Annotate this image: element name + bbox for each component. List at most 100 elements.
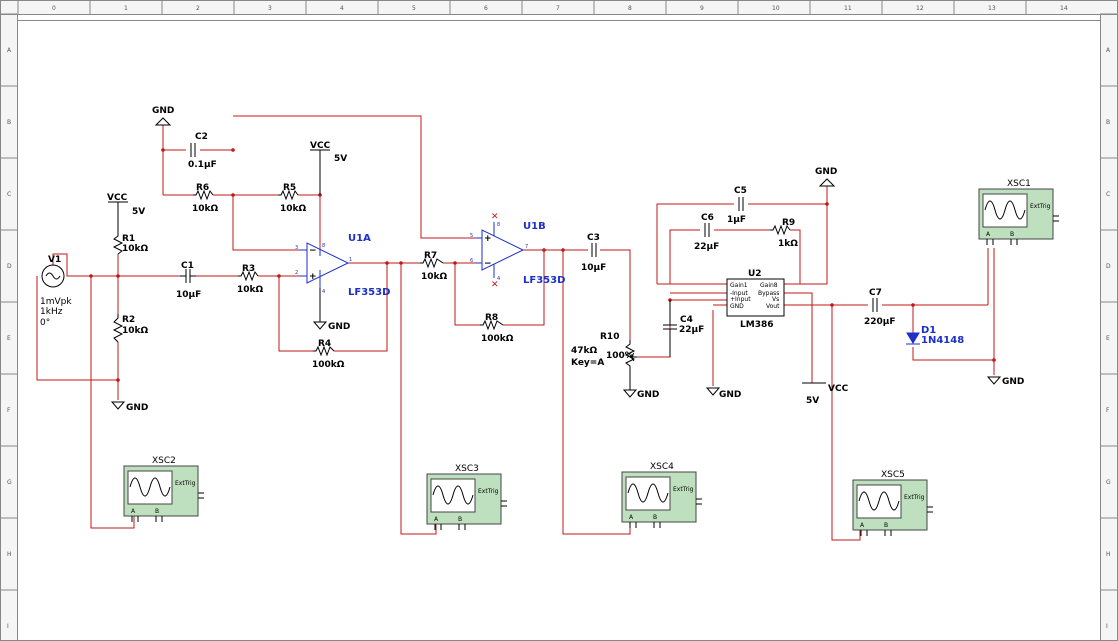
svg-text:R10: R10	[600, 332, 619, 342]
svg-text:10kΩ: 10kΩ	[421, 272, 448, 282]
row-ruler-label: C	[1106, 191, 1110, 198]
ac-voltage-source-v1[interactable]: V1 1mVpk 1kHz 0°	[40, 255, 72, 328]
row-ruler-label: H	[1106, 551, 1111, 558]
svg-text:Bypass: Bypass	[758, 290, 779, 297]
row-ruler-label: B	[7, 119, 11, 126]
oscilloscope-label: XSC2	[152, 456, 176, 466]
capacitor-c3[interactable]: C3 10μF	[581, 233, 606, 273]
amplifier-u2-lm386[interactable]: Gain1 Gain8 -Input Bypass +Input Vs GND …	[726, 269, 785, 330]
row-ruler-label: G	[7, 479, 12, 486]
column-ruler-label: 8	[628, 5, 632, 12]
resistor-r1[interactable]: R1 10kΩ	[112, 232, 149, 255]
capacitor-c2[interactable]: C2 0.1μF	[188, 132, 217, 170]
vcc-symbol-u1a: VCC 5V	[310, 141, 347, 195]
row-ruler-label: I	[7, 623, 9, 630]
resistor-r5[interactable]: R5 10kΩ	[278, 183, 307, 214]
gnd-symbol-u2: GND	[705, 387, 741, 400]
vcc-symbol-r1: VCC 5V	[107, 193, 145, 232]
wires	[36, 115, 995, 541]
column-ruler-label: 14	[1060, 5, 1068, 12]
svg-text:A: A	[131, 508, 136, 515]
column-ruler-label: 0	[52, 5, 56, 12]
diode-d1[interactable]: D1 1N4148	[906, 325, 964, 346]
row-ruler-label: E	[1106, 335, 1110, 342]
svg-text:10kΩ: 10kΩ	[237, 285, 264, 295]
oscilloscope-label: XSC1	[1007, 179, 1031, 189]
svg-text:Vs: Vs	[772, 296, 779, 303]
svg-text:7: 7	[525, 244, 528, 250]
svg-text:B: B	[155, 508, 159, 515]
svg-text:+: +	[309, 272, 317, 282]
svg-text:VCC: VCC	[310, 141, 331, 151]
resistor-r2[interactable]: R2 10kΩ	[112, 314, 149, 343]
svg-text:D1: D1	[921, 325, 936, 336]
svg-text:R7: R7	[424, 251, 437, 261]
resistor-r8[interactable]: R8 100kΩ	[480, 313, 514, 344]
svg-text:GND: GND	[730, 303, 744, 310]
svg-text:A: A	[986, 231, 991, 238]
svg-text:C5: C5	[734, 186, 747, 196]
row-ruler-label: A	[1106, 47, 1111, 54]
capacitor-c6[interactable]: C6 22μF	[694, 213, 719, 252]
resistor-r4[interactable]: R4 100kΩ	[312, 339, 345, 370]
svg-text:✕: ✕	[491, 280, 499, 290]
svg-text:8: 8	[497, 222, 500, 228]
svg-text:C2: C2	[195, 132, 208, 142]
source-amplitude: 1mVpk	[40, 297, 72, 307]
svg-text:GND: GND	[1002, 377, 1024, 387]
svg-text:VCC: VCC	[107, 193, 128, 203]
svg-text:22μF: 22μF	[694, 242, 719, 252]
opamp-u1b[interactable]: + − 5 6 8 4 7 ✕ ✕ U1B LF353D	[470, 212, 565, 290]
column-ruler-label: 13	[988, 5, 996, 12]
resistor-r7[interactable]: R7 10kΩ	[420, 251, 448, 282]
gnd-symbol-top-right: GND	[815, 167, 837, 187]
resistor-r6[interactable]: R6 10kΩ	[192, 183, 219, 214]
capacitor-c7[interactable]: C7 220μF	[864, 288, 896, 327]
svg-text:C4: C4	[680, 315, 693, 325]
svg-text:10kΩ: 10kΩ	[122, 326, 149, 336]
svg-text:5V: 5V	[334, 154, 347, 164]
svg-text:ExtTrig: ExtTrig	[904, 494, 925, 501]
column-ruler-label: 11	[844, 5, 852, 12]
resistor-r9[interactable]: R9 1kΩ	[770, 218, 798, 249]
column-ruler-label: 2	[196, 5, 200, 12]
capacitor-c1[interactable]: C1 10μF	[176, 261, 201, 300]
svg-text:1kΩ: 1kΩ	[778, 239, 798, 249]
svg-text:−: −	[484, 259, 492, 269]
junctions	[89, 148, 996, 382]
svg-text:5V: 5V	[132, 207, 145, 217]
row-ruler-label: A	[7, 47, 12, 54]
svg-text:22μF: 22μF	[679, 325, 704, 335]
svg-text:U2: U2	[748, 269, 762, 279]
svg-text:R8: R8	[485, 313, 498, 323]
column-ruler-label: 5	[412, 5, 416, 12]
svg-text:R4: R4	[318, 339, 331, 349]
row-ruler-label: F	[7, 407, 11, 414]
svg-text:−: −	[309, 246, 317, 256]
svg-text:U1A: U1A	[348, 233, 371, 244]
row-ruler-label: D	[7, 263, 12, 270]
column-ruler-label: 1	[124, 5, 128, 12]
gnd-symbol-u1a: GND	[312, 288, 350, 332]
resistor-r3[interactable]: R3 10kΩ	[237, 264, 264, 295]
svg-text:ExtTrig: ExtTrig	[1030, 203, 1051, 210]
potentiometer-r10[interactable]: R10 47kΩ 100% Key=A	[571, 332, 637, 372]
svg-text:A: A	[629, 514, 634, 521]
row-ruler-label: D	[1106, 263, 1111, 270]
capacitor-c5[interactable]: C5 1μF	[727, 186, 747, 225]
svg-text:B: B	[1010, 231, 1014, 238]
row-ruler-label: G	[1106, 479, 1111, 486]
capacitor-c4[interactable]: C4 22μF	[663, 300, 704, 357]
svg-text:47kΩ: 47kΩ	[571, 346, 598, 356]
svg-text:B: B	[653, 514, 657, 521]
svg-text:R3: R3	[242, 264, 255, 274]
column-ruler-label: 4	[340, 5, 344, 12]
opamp-u1a[interactable]: − + 3 2 8 4 1 U1A LF353D	[295, 233, 390, 298]
column-ruler-label: 12	[916, 5, 924, 12]
